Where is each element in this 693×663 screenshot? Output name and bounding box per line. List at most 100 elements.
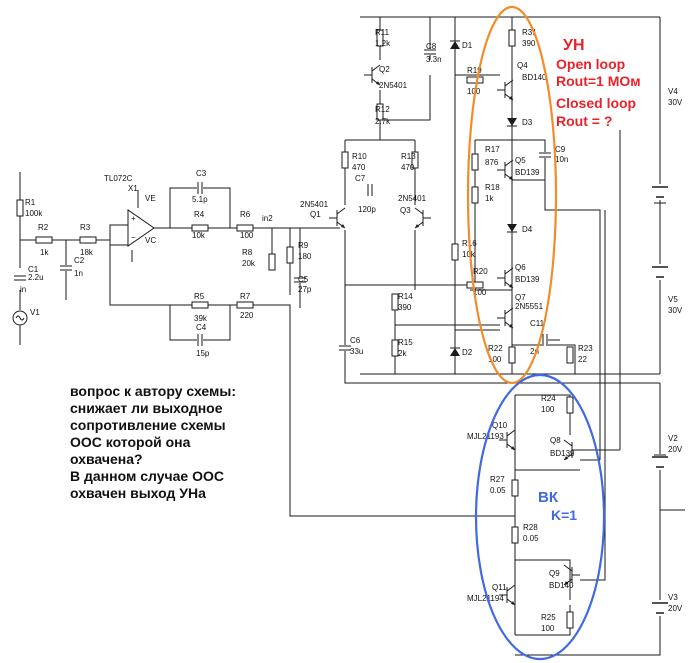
output-stage-highlight-ellipse [474,373,606,661]
component-value-r28: 0.05 [523,534,539,543]
component-value-c6: 33u [350,347,363,356]
author-question-text: вопрос к автору схемы: снижает ли выходн… [70,383,237,501]
output-stage-title: ВК [538,489,558,506]
component-ref-d2: D2 [462,348,473,357]
component-value-r7: 220 [240,311,254,320]
component-value-c7: 120p [358,205,376,214]
component-ref-r5: R5 [194,292,205,301]
component-value-q7: Q7 [515,293,526,302]
component-ref-v2: V2 [668,434,678,443]
component-ref-q10: Q10 [492,421,508,430]
component-r7: R7 220 [236,292,254,320]
component-ref-q3: Q3 [400,206,411,215]
component-value-r1: 100k [25,209,43,218]
component-ref-c7: C7 [355,174,366,183]
component-value-q10: MJL21193 [467,432,504,441]
svg-text:+: + [131,214,136,223]
component-ref-r17: 876 [485,158,499,167]
component-value-q3: 2N5401 [398,194,427,203]
component-value-x1: X1 [128,184,138,193]
component-d4: D4 [507,224,533,234]
component-value-c4: 15p [196,349,210,358]
component-value-v5: 30V [668,306,683,315]
component-ref-r23: R23 [578,344,593,353]
component-value-r13: 470 [401,163,415,172]
component-ref-q5: Q5 [515,156,526,165]
component-value-r5: 39k [194,314,208,323]
component-value-v4: 30V [668,98,683,107]
component-ref-c4: C4 [196,323,207,332]
component-d3: D3 [507,118,533,127]
component-value-q1: Q1 [310,210,321,219]
component-ref-r4: R4 [194,210,205,219]
component-value-c3: 5.1p [192,195,208,204]
output-stage-gain: K=1 [551,507,578,523]
component-value-r3: 18k [80,248,94,257]
component-value-r24: 100 [541,405,555,414]
component-q3: Q3 2N5401 [398,194,431,229]
component-value-q9: BD140 [549,581,574,590]
component-value-c2: 1n [74,269,83,278]
component-value-q4: BD140 [522,73,547,82]
component-value-c8: 3.3n [426,55,442,64]
component-ref-q6: Q6 [515,263,526,272]
component-value-r23: 22 [578,355,587,364]
component-ref-q9: Q9 [549,569,560,578]
component-value-r9: 180 [298,252,312,261]
vas-open-loop-label: Open loop [556,56,626,72]
component-ref-r20: R20 [473,267,488,276]
components: R1100kR21kR318kC12.2uC21nV1+−TL072CX1C35… [12,28,683,633]
component-ref-r7: R7 [240,292,251,301]
component-ref-c2: C2 [74,256,85,265]
component-ref-r9: R9 [298,241,309,250]
component-value-r10: 470 [352,163,366,172]
component-value-c9: 10n [555,155,568,164]
component-ref-r27: R27 [490,475,505,484]
component-ref-r2: R2 [38,223,49,232]
component-ref-r12: R12 [375,105,390,114]
component-ref-q8: Q8 [550,436,561,445]
component-value-q2: 2N5401 [379,81,408,90]
component-value-c5: 27p [298,285,312,294]
component-ref-r24: R24 [541,394,556,403]
component-ref-r14: R14 [398,292,413,301]
component-value-r15: 2k [398,349,407,358]
component-ref-r18: R18 [485,183,500,192]
component-value-r14: 390 [398,303,412,312]
component-ref-x1: TL072C [104,174,133,183]
component-ref-v3: V3 [668,593,678,602]
component-value-r25: 100 [541,624,555,633]
vas-closed-loop-rout: Rout = ? [556,113,613,129]
component-value-r27: 0.05 [490,486,506,495]
component-value-r20: 100 [473,288,487,297]
component-ref-d1: D1 [462,41,473,50]
component-ref-d3: D3 [522,118,533,127]
component-ref-v4: V4 [668,87,678,96]
component-value-r8: 20k [242,259,256,268]
component-ref-r10: R10 [352,152,367,161]
vas-open-loop-rout: Rout=1 МОм [556,73,641,89]
